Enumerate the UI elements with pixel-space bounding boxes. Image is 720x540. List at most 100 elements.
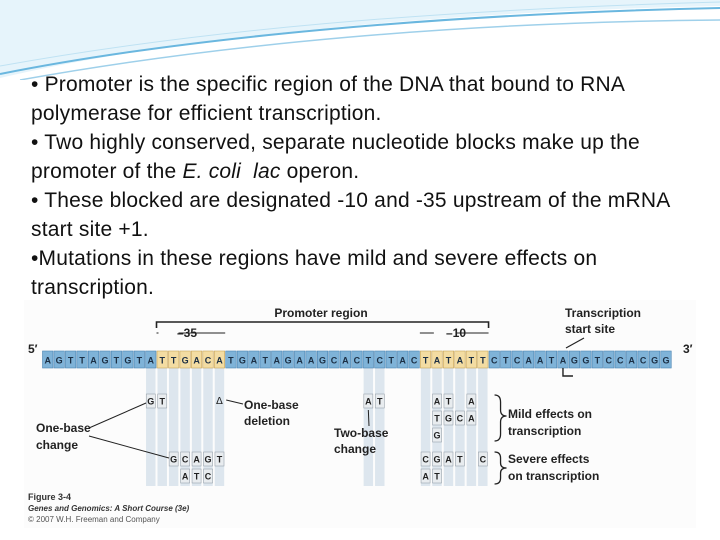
two-base-change-label-2: change	[334, 442, 376, 456]
mutation-column	[157, 368, 167, 486]
base-cell	[431, 350, 443, 369]
minus10-label: –10	[446, 326, 466, 340]
base-letter: A	[399, 356, 406, 366]
mutant-cell	[157, 393, 168, 409]
bullet-text: • Promoter is the specific region of the…	[31, 70, 701, 302]
base-cell	[213, 350, 225, 369]
mutation-column	[420, 368, 431, 486]
base-cell	[626, 350, 638, 369]
base-letter: G	[101, 356, 108, 366]
base-cell	[420, 350, 432, 369]
base-letter: G	[124, 356, 131, 366]
base-cell	[145, 350, 157, 369]
one-base-deletion-label-1: One-base	[244, 398, 299, 412]
mild-brace	[494, 394, 507, 442]
minus35-label: –35	[177, 326, 197, 340]
base-letter: C	[617, 356, 624, 366]
mutation-column	[214, 368, 225, 486]
base-cell	[351, 350, 363, 369]
base-letter: T	[388, 356, 394, 366]
base-letter: C	[331, 356, 338, 366]
mutation-column	[375, 368, 385, 486]
base-cell	[191, 350, 203, 369]
mutant-letter: A	[422, 472, 429, 482]
mutant-cell	[214, 451, 225, 467]
base-cell	[477, 350, 489, 369]
base-letter: T	[114, 356, 120, 366]
base-letter: G	[285, 356, 292, 366]
mutation-column	[180, 368, 190, 486]
mutant-letter: T	[434, 414, 440, 424]
base-cell	[156, 350, 168, 369]
base-cell	[259, 350, 271, 369]
one-base-change-pointer	[88, 402, 147, 429]
base-cell	[523, 350, 535, 369]
base-cell	[271, 350, 283, 369]
base-letter: T	[159, 356, 165, 366]
mutant-letter: G	[170, 455, 177, 465]
base-letter: A	[273, 356, 280, 366]
base-letter: A	[90, 356, 97, 366]
base-letter: C	[354, 356, 361, 366]
mutant-cell	[203, 451, 213, 467]
severe-effects-label-1: Severe effects	[508, 452, 590, 466]
two-base-change-pointer	[367, 409, 370, 427]
bullet-3: • These blocked are designated -10 and -…	[31, 189, 670, 241]
base-letter: C	[514, 356, 521, 366]
bullet-1: • Promoter is the specific region of the…	[31, 73, 624, 125]
base-letter: G	[582, 356, 589, 366]
base-letter: C	[606, 356, 613, 366]
mutant-letter: C	[480, 455, 487, 465]
mutant-cell	[432, 468, 442, 484]
base-letter: T	[366, 356, 372, 366]
base-cell	[339, 350, 351, 369]
tss-label-1: Transcription	[565, 306, 641, 320]
base-cell	[660, 350, 672, 369]
mutant-cell	[374, 393, 385, 409]
base-cell	[42, 350, 54, 369]
mutant-letter: T	[434, 472, 440, 482]
gene-name: lac	[253, 160, 281, 183]
mutation-column	[191, 368, 202, 486]
mutant-letter: T	[194, 472, 200, 482]
mutation-column	[146, 368, 156, 486]
deletion-pointer	[226, 399, 244, 405]
mutant-letter: A	[193, 455, 200, 465]
species-name: E. coli	[182, 160, 242, 183]
mutant-letter: T	[457, 455, 463, 465]
mutant-cell	[443, 451, 454, 467]
mutant-letter: A	[445, 455, 452, 465]
mutant-cell	[432, 427, 442, 443]
one-base-change-label-2: change	[36, 438, 78, 452]
three-prime-label: 3′	[683, 342, 693, 356]
base-cell	[397, 350, 409, 369]
base-letter: T	[549, 356, 555, 366]
base-cell	[591, 350, 603, 369]
mutation-column	[363, 368, 374, 486]
mutant-cell	[420, 451, 431, 467]
base-letter: A	[251, 356, 258, 366]
base-cell	[110, 350, 122, 369]
base-cell	[236, 350, 248, 369]
base-letter: T	[423, 356, 429, 366]
base-cell	[545, 350, 558, 369]
base-letter: T	[595, 356, 601, 366]
mutation-column	[432, 368, 442, 486]
base-cell	[65, 350, 77, 369]
mutant-letter: A	[468, 414, 475, 424]
base-letter: A	[193, 356, 200, 366]
base-letter: C	[205, 356, 212, 366]
mutant-letter: G	[445, 414, 452, 424]
mutant-letter: A	[182, 472, 189, 482]
base-cell	[88, 350, 100, 369]
base-letter: C	[491, 356, 498, 366]
mutant-cell	[180, 468, 190, 484]
mutant-letter: C	[182, 455, 189, 465]
mutant-cell	[455, 410, 465, 426]
decorative-swoosh	[0, 0, 720, 80]
base-cell	[316, 350, 329, 369]
mutant-cell	[432, 393, 442, 409]
base-cell	[225, 350, 237, 369]
base-cell	[99, 350, 111, 369]
tss-arrow	[562, 368, 573, 377]
